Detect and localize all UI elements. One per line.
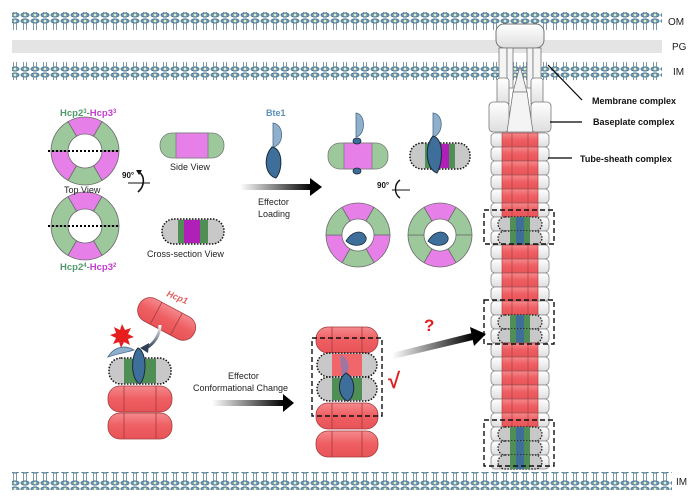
tube-sheath-column <box>483 132 555 470</box>
membrane-complex-label: Membrane complex <box>592 96 676 106</box>
om-label: OM <box>668 17 684 28</box>
inner-membrane-top <box>12 62 662 80</box>
loaded-ring-a <box>325 202 391 268</box>
hcp1-tube-slice <box>501 356 539 372</box>
hcp1-tube-slice <box>501 258 539 274</box>
ring-segment <box>50 121 78 152</box>
effector-loading-label-1: Effector <box>258 197 289 207</box>
hcp1-tube-slice <box>501 272 539 288</box>
tube-sheath-complex-label: Tube-sheath complex <box>580 154 672 164</box>
hcp1-tube-slice <box>501 146 539 162</box>
loaded-region-box <box>483 209 555 245</box>
hcp1-tube-slice <box>501 342 539 358</box>
rotation-label-right: 90° <box>377 181 389 190</box>
conformational-change-arrow <box>212 394 294 412</box>
bte1-effector <box>265 122 283 179</box>
loaded-stack-before <box>107 346 173 440</box>
loaded-side-view <box>327 112 389 175</box>
im-label-top: IM <box>673 67 684 78</box>
hcp1-tube-slice <box>501 174 539 190</box>
rotation-icon-right <box>392 179 410 199</box>
top-view-label: Top View <box>64 185 101 195</box>
conformational-change-label-2: Conformational Change <box>193 383 288 393</box>
hcp1-tube-slice <box>501 300 539 316</box>
hcp-ring-top-view-a <box>50 116 120 186</box>
inner-membrane-bottom <box>12 472 672 490</box>
peptidoglycan-layer <box>12 40 662 53</box>
loaded-cross-section <box>409 112 471 174</box>
hcp1-label: Hcp1 <box>165 289 189 307</box>
t6ss-apparatus <box>483 23 555 470</box>
effector-loading-arrow <box>240 178 322 196</box>
hcp1-tube-slice <box>501 286 539 302</box>
loaded-region-box <box>483 419 555 467</box>
conformational-change-label-1: Effector <box>228 371 259 381</box>
rotation-icon-left <box>128 170 150 193</box>
effector-slice <box>516 329 524 343</box>
loaded-ring-b <box>407 202 473 268</box>
hcp1-tube-slice <box>501 370 539 386</box>
hcp1-tube-slice <box>501 398 539 414</box>
pg-label: PG <box>672 42 687 53</box>
side-view-label: Side View <box>170 162 210 172</box>
ring-segment <box>407 206 433 236</box>
hcp1-tube-slice <box>501 244 539 260</box>
effector-slice <box>516 231 524 245</box>
loaded-region-box <box>483 299 555 345</box>
ring-bottom-label: Hcp24-Hcp32 <box>60 262 117 273</box>
bte1-label: Bte1 <box>266 108 286 118</box>
ring-top-label: Hcp23-Hcp33 <box>60 108 117 119</box>
effector-slice <box>516 441 524 455</box>
question-mark: ? <box>424 316 434 335</box>
hcp1-tube-slice <box>501 132 539 148</box>
effector-in-ring <box>427 231 449 246</box>
ring-segment <box>325 206 351 236</box>
membrane-complex-pointer <box>547 64 583 101</box>
outer-membrane <box>12 12 662 30</box>
hcp-ring-top-view-b <box>50 191 120 261</box>
question-arrow <box>392 327 486 359</box>
membrane-complex-stalks <box>498 47 542 89</box>
insertion-arrow <box>140 324 162 353</box>
ring-segment <box>50 196 78 227</box>
loaded-stack-after <box>311 326 383 458</box>
hcp1-tube-slice <box>501 160 539 176</box>
membrane-complex-cap <box>495 23 545 49</box>
effector-slice <box>516 217 524 231</box>
effector-slice <box>516 455 524 469</box>
cross-section-view-label: Cross-section View <box>147 249 224 259</box>
side-view-pill <box>159 132 225 159</box>
rotation-label-left: 90° <box>122 171 134 180</box>
effector-slice <box>516 315 524 329</box>
baseplate-complex <box>488 77 552 133</box>
effector-loading-label-2: Loading <box>258 209 290 219</box>
effector-slice <box>516 427 524 441</box>
hcp1-incoming <box>137 297 197 341</box>
baseplate-complex-label: Baseplate complex <box>593 117 675 127</box>
check-mark: √ <box>388 368 401 393</box>
starburst-icon <box>110 324 134 348</box>
effector-in-ring <box>345 231 367 246</box>
hcp1-tube-slice <box>501 384 539 400</box>
im-label-bottom: IM <box>676 477 687 488</box>
cross-section-pill <box>161 218 225 245</box>
hcp1-tube-slice <box>501 188 539 204</box>
